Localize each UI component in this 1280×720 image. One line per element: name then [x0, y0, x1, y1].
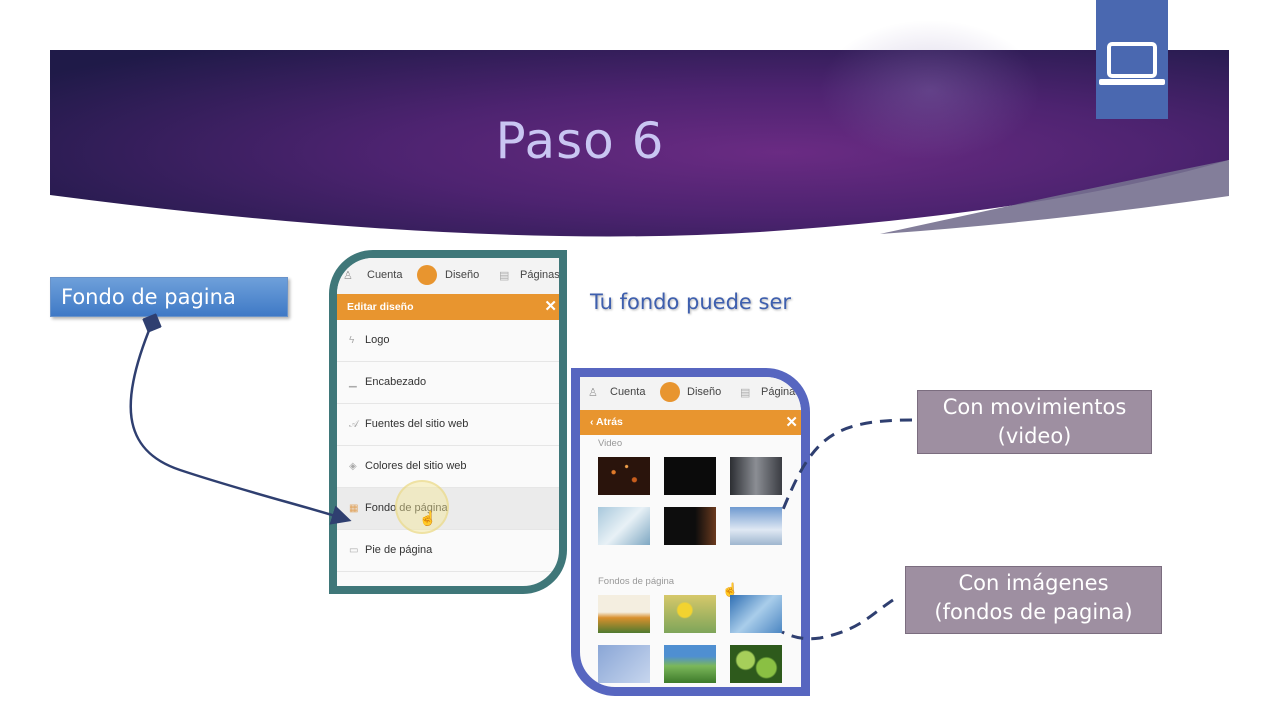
page-icon: ▤ — [740, 387, 751, 399]
callout-video-line1: Con movimientos — [942, 395, 1127, 419]
background-icon: ▦ — [349, 503, 359, 514]
video-thumb-2[interactable] — [664, 457, 716, 495]
video-thumb-5[interactable] — [664, 507, 716, 545]
bolt-icon: ϟ — [349, 335, 355, 346]
tab-paginas[interactable]: Páginas — [520, 269, 560, 281]
close-icon[interactable]: ✕ — [544, 298, 557, 315]
panel-tabs: ♙ Cuenta Diseño ▤ Páginas — [337, 258, 559, 295]
paint-bucket-icon: ◈ — [349, 461, 357, 472]
video-thumb-6[interactable] — [730, 507, 782, 545]
tab-diseno[interactable]: Diseño — [445, 269, 480, 281]
cursor-hand-icon: ☝ — [722, 582, 739, 597]
header-icon: ▁ — [349, 377, 357, 388]
callout-images-line2: (fondos de pagina) — [934, 600, 1133, 624]
callout-video: Con movimientos (video) — [917, 390, 1152, 454]
background-thumb-1[interactable] — [598, 595, 650, 633]
connector-video — [780, 418, 913, 513]
callout-images: Con imágenes (fondos de pagina) — [905, 566, 1162, 634]
callout-images-line1: Con imágenes — [958, 571, 1109, 595]
section-video-label: Video — [598, 438, 623, 449]
account-icon: ♙ — [343, 270, 353, 282]
close-icon[interactable]: ✕ — [785, 414, 798, 431]
video-thumb-1[interactable] — [598, 457, 650, 495]
slide-title: Paso 6 — [495, 112, 665, 170]
section-backgrounds-label: Fondos de página — [598, 576, 675, 587]
panel-header: Editar diseño ✕ — [337, 294, 559, 320]
back-button[interactable]: ‹ Atrás — [590, 416, 623, 428]
background-thumb-3[interactable] — [730, 595, 782, 633]
connector-fondo — [129, 323, 342, 518]
menu-item-encabezado[interactable]: ▁Encabezado — [337, 362, 559, 404]
callout-fondo-de-pagina: Fondo de pagina — [50, 277, 288, 317]
font-icon: 𝒜 — [349, 419, 359, 430]
tab-cuenta[interactable]: Cuenta — [367, 269, 403, 281]
callout-video-line2: (video) — [997, 424, 1072, 448]
panel-header-title: Editar diseño — [347, 301, 414, 313]
menu-item-colores[interactable]: ◈Colores del sitio web — [337, 446, 559, 488]
page-icon: ▤ — [499, 270, 510, 282]
video-thumb-4[interactable] — [598, 507, 650, 545]
panel2-header: ‹ Atrás ✕ — [580, 410, 801, 435]
edit-design-panel: ♙ Cuenta Diseño ▤ Páginas Editar diseño … — [329, 250, 567, 594]
background-thumb-5[interactable] — [664, 645, 716, 683]
slide-subtitle: Tu fondo puede ser — [590, 290, 792, 314]
background-thumb-6[interactable] — [730, 645, 782, 683]
palette-icon — [417, 265, 437, 285]
account-icon: ♙ — [588, 387, 598, 399]
palette-icon — [660, 382, 680, 402]
background-thumb-2[interactable] — [664, 595, 716, 633]
connector-images — [781, 598, 894, 641]
tab-paginas[interactable]: Páginas — [761, 386, 801, 398]
footer-icon: ▭ — [349, 545, 359, 556]
menu-item-pie-de-pagina[interactable]: ▭Pie de página — [337, 530, 559, 572]
chevron-left-icon: ‹ — [590, 416, 597, 428]
tab-cuenta[interactable]: Cuenta — [610, 386, 646, 398]
laptop-icon — [1099, 42, 1165, 85]
laptop-icon-box — [1096, 0, 1168, 119]
background-thumb-4[interactable] — [598, 645, 650, 683]
click-highlight — [395, 480, 449, 534]
tab-diseno[interactable]: Diseño — [687, 386, 722, 398]
video-thumb-3[interactable] — [730, 457, 782, 495]
cursor-hand-icon: ☝ — [419, 510, 437, 526]
background-picker-panel: ♙ Cuenta Diseño ▤ Páginas ‹ Atrás ✕ Vide… — [571, 368, 810, 696]
